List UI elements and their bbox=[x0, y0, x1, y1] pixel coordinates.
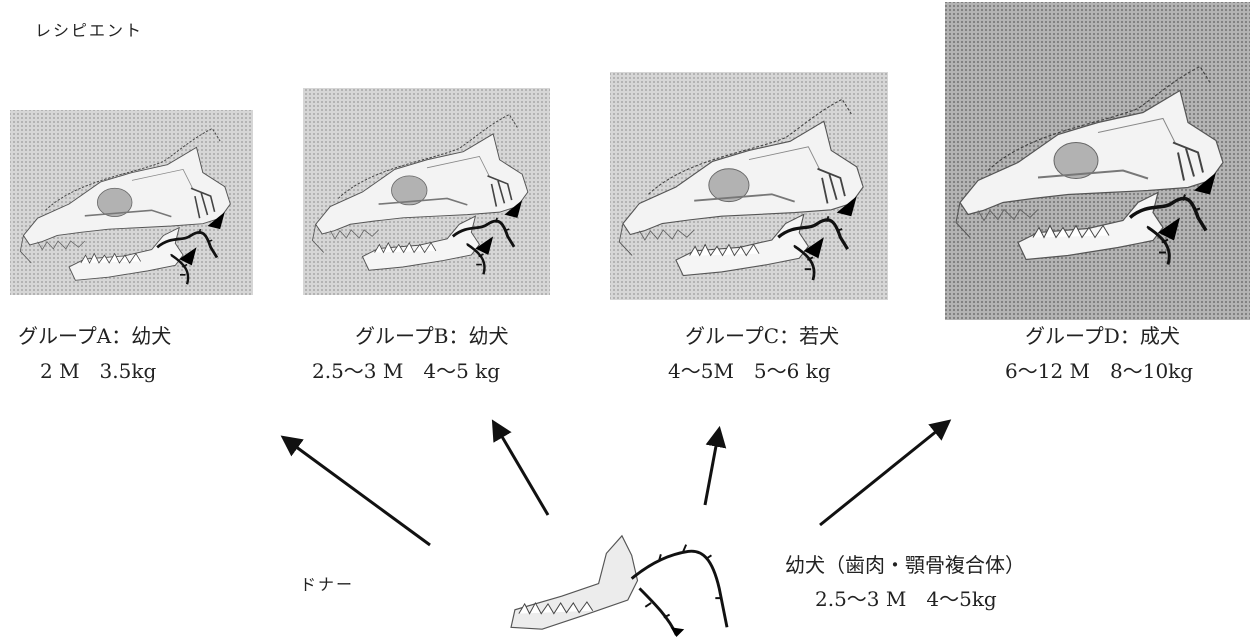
donor-section: ドナー 幼犬（歯肉・顎骨複合体） 2.5～3 M 4～5kg bbox=[300, 536, 1025, 637]
group-a-title: グループA：幼犬 bbox=[18, 324, 171, 348]
group-c-title: グループC：若犬 bbox=[685, 324, 839, 348]
group-c-detail: 4～5M 5～6 kg bbox=[668, 359, 831, 383]
donor-detail: 2.5～3 M 4～5kg bbox=[815, 587, 997, 611]
panel-group-a: グループA：幼犬 2 M 3.5kg bbox=[10, 110, 253, 383]
transfer-arrows bbox=[284, 422, 948, 545]
arrow-to-group-c bbox=[705, 430, 719, 505]
recipient-label: レシピエント bbox=[35, 21, 143, 40]
group-a-detail: 2 M 3.5kg bbox=[40, 359, 156, 383]
donor-title: 幼犬（歯肉・顎骨複合体） bbox=[785, 553, 1025, 577]
arrow-to-group-b bbox=[494, 423, 548, 515]
panel-group-d: グループD：成犬 6～12 M 8～10kg bbox=[945, 2, 1250, 383]
mandible-icon bbox=[511, 536, 727, 637]
group-b-title: グループB：幼犬 bbox=[355, 324, 509, 348]
group-d-detail: 6～12 M 8～10kg bbox=[1005, 359, 1193, 383]
group-b-detail: 2.5～3 M 4～5 kg bbox=[312, 359, 500, 383]
panel-group-c: グループC：若犬 4～5M 5～6 kg bbox=[610, 72, 888, 383]
arrow-to-group-a bbox=[284, 438, 430, 545]
arrow-to-group-d bbox=[820, 422, 948, 525]
group-d-title: グループD：成犬 bbox=[1025, 324, 1180, 348]
panel-group-b: グループB：幼犬 2.5～3 M 4～5 kg bbox=[303, 88, 550, 383]
donor-label: ドナー bbox=[300, 575, 354, 594]
